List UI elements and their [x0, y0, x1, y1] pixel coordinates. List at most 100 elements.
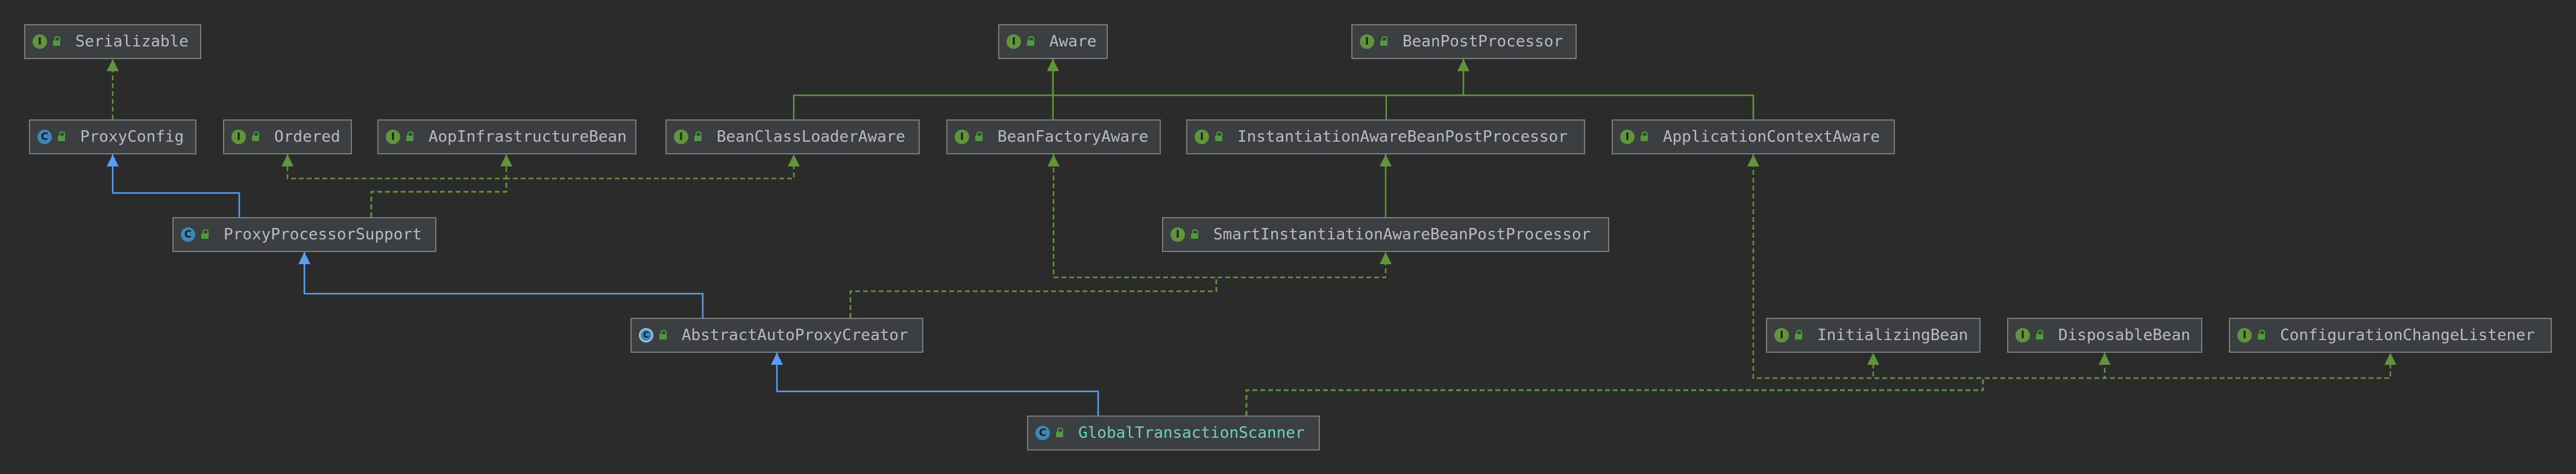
- edge-implements-globaltransactionscanner-to-applicationcontextaware: [1245, 154, 1984, 416]
- node-label: AbstractAutoProxyCreator: [682, 326, 908, 344]
- edge-extends-interface-applicationcontextaware-to-aware: [1052, 59, 1755, 119]
- lock-icon: [56, 131, 68, 143]
- edge-implements-abstractautoproxycreator-to-smartinstantiationawarebeanpostprocessor: [849, 252, 1387, 318]
- arrowhead-icon: [1047, 59, 1059, 71]
- node-proxy-processor-support[interactable]: C ProxyProcessorSupport: [172, 217, 436, 252]
- arrowhead-icon: [107, 154, 119, 166]
- node-instantiation-aware-bean-post-processor[interactable]: I InstantiationAwareBeanPostProcessor: [1186, 119, 1585, 154]
- node-label: ApplicationContextAware: [1663, 128, 1880, 146]
- node-aware[interactable]: I Aware: [998, 24, 1108, 59]
- node-label: BeanFactoryAware: [997, 128, 1149, 146]
- arrowhead-icon: [1048, 154, 1060, 166]
- lock-icon: [404, 131, 416, 143]
- arrowhead-icon: [1380, 252, 1392, 264]
- node-disposable-bean[interactable]: I DisposableBean: [2007, 318, 2202, 353]
- class-icon: C: [1035, 426, 1050, 440]
- node-label: Aware: [1049, 33, 1097, 51]
- node-abstract-auto-proxy-creator[interactable]: C AbstractAutoProxyCreator: [630, 318, 923, 353]
- edge-extends-proxyprocessorsupport-to-proxyconfig: [112, 154, 240, 217]
- edge-extends-interface-beanclassloaderaware-to-aware: [793, 59, 1054, 119]
- node-bean-factory-aware[interactable]: I BeanFactoryAware: [946, 119, 1161, 154]
- edge-implements-globaltransactionscanner-to-disposablebean: [1245, 353, 2106, 416]
- interface-icon: I: [1360, 34, 1374, 49]
- node-serializable[interactable]: I Serializable: [24, 24, 201, 59]
- node-label: GlobalTransactionScanner: [1078, 424, 1305, 442]
- arrowhead-icon: [500, 154, 512, 166]
- node-label: ProxyConfig: [80, 128, 184, 146]
- interface-icon: I: [33, 34, 47, 49]
- lock-icon: [973, 131, 985, 143]
- lock-icon: [2256, 329, 2268, 341]
- edge-extends-interface-instantiationawarebeanpostprocessor-to-beanpostprocessor: [1385, 59, 1465, 119]
- lock-icon: [250, 131, 262, 143]
- arrowhead-icon: [107, 59, 119, 71]
- arrowhead-icon: [1457, 59, 1469, 71]
- lock-icon: [1025, 36, 1037, 48]
- arrowhead-icon: [788, 154, 800, 166]
- edge-implements-proxyprocessorsupport-to-beanclassloaderaware: [370, 154, 795, 217]
- arrowhead-icon: [298, 252, 310, 264]
- node-proxy-config[interactable]: C ProxyConfig: [29, 119, 196, 154]
- arrowhead-icon: [771, 353, 783, 365]
- arrowhead-icon: [281, 154, 294, 166]
- node-label: SmartInstantiationAwareBeanPostProcessor: [1213, 226, 1591, 244]
- lock-icon: [1793, 329, 1805, 341]
- interface-icon: I: [1195, 130, 1209, 144]
- node-label: InstantiationAwareBeanPostProcessor: [1237, 128, 1568, 146]
- node-label: DisposableBean: [2058, 326, 2191, 344]
- node-label: Ordered: [274, 128, 341, 146]
- lock-icon: [1189, 229, 1201, 241]
- edge-implements-proxyprocessorsupport-to-ordered: [286, 154, 507, 217]
- node-label: InitializingBean: [1817, 326, 1968, 344]
- edge-implements-proxyprocessorsupport-to-aopinfrastructurebean: [370, 154, 507, 217]
- arrowhead-icon: [2384, 353, 2396, 365]
- edge-implements-abstractautoproxycreator-to-beanfactoryaware: [849, 154, 1217, 318]
- interface-icon: I: [674, 130, 688, 144]
- lock-icon: [1378, 36, 1390, 48]
- lock-icon: [51, 36, 63, 48]
- interface-icon: I: [386, 130, 400, 144]
- lock-icon: [658, 329, 670, 341]
- node-bean-class-loader-aware[interactable]: I BeanClassLoaderAware: [665, 119, 920, 154]
- interface-icon: I: [2237, 328, 2252, 343]
- node-label: AopInfrastructureBean: [429, 128, 627, 146]
- interface-icon: I: [231, 130, 246, 144]
- arrowhead-icon: [2099, 353, 2111, 365]
- arrowhead-icon: [1380, 154, 1392, 166]
- interface-icon: I: [2015, 328, 2030, 343]
- class-icon: C: [37, 130, 52, 144]
- node-label: BeanClassLoaderAware: [717, 128, 906, 146]
- lock-icon: [199, 229, 212, 241]
- lock-icon: [693, 131, 705, 143]
- node-ordered[interactable]: I Ordered: [223, 119, 352, 154]
- interface-icon: I: [1170, 227, 1185, 242]
- edge-extends-abstractautoproxycreator-to-proxyprocessorsupport: [303, 252, 704, 318]
- node-label: ConfigurationChangeListener: [2280, 326, 2535, 344]
- node-global-transaction-scanner[interactable]: C GlobalTransactionScanner: [1027, 416, 1320, 450]
- abstract-class-icon: C: [639, 328, 653, 343]
- lock-icon: [1213, 131, 1225, 143]
- interface-icon: I: [1007, 34, 1021, 49]
- node-configuration-change-listener[interactable]: I ConfigurationChangeListener: [2229, 318, 2552, 353]
- lock-icon: [1639, 131, 1651, 143]
- node-label: Serializable: [75, 33, 189, 51]
- node-aop-infrastructure-bean[interactable]: I AopInfrastructureBean: [377, 119, 636, 154]
- node-initializing-bean[interactable]: I InitializingBean: [1766, 318, 1981, 353]
- interface-icon: I: [1774, 328, 1789, 343]
- lock-icon: [2034, 329, 2046, 341]
- edge-extends-globaltransactionscanner-to-abstractautoproxycreator: [776, 353, 1099, 416]
- interface-icon: I: [955, 130, 969, 144]
- node-label: BeanPostProcessor: [1403, 33, 1563, 51]
- class-icon: C: [181, 227, 195, 242]
- node-smart-instantiation-aware-bean-post-processor[interactable]: I SmartInstantiationAwareBeanPostProcesso…: [1162, 217, 1609, 252]
- edge-implements-globaltransactionscanner-to-configurationchangelistener: [1245, 353, 2392, 416]
- lock-icon: [1054, 427, 1066, 439]
- node-label: ProxyProcessorSupport: [224, 226, 422, 244]
- node-bean-post-processor[interactable]: I BeanPostProcessor: [1351, 24, 1577, 59]
- arrowhead-icon: [1867, 353, 1879, 365]
- node-application-context-aware[interactable]: I ApplicationContextAware: [1612, 119, 1895, 154]
- arrowhead-icon: [1747, 154, 1759, 166]
- interface-icon: I: [1620, 130, 1635, 144]
